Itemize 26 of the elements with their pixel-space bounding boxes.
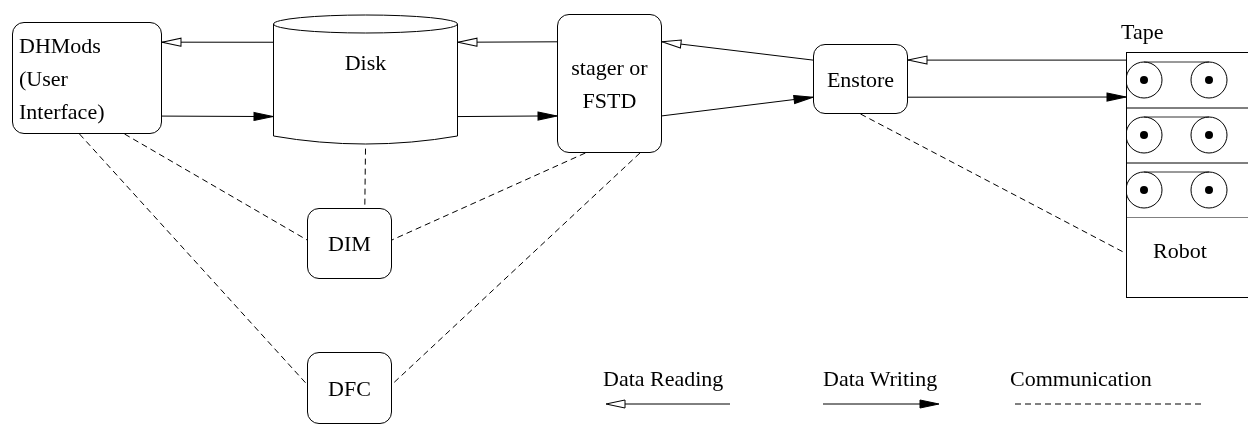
process-box <box>307 208 392 279</box>
legend-label: Data Reading <box>603 366 724 392</box>
node-label: DIM <box>328 230 371 258</box>
node-label: Enstore <box>826 65 895 94</box>
legend-label: Communication <box>1010 366 1152 392</box>
node-label: DHMods (User Interface) <box>19 31 106 126</box>
arrow <box>457 37 558 47</box>
arrow <box>907 55 1127 65</box>
dashed-connector <box>391 152 641 385</box>
arrow <box>661 39 814 61</box>
arrow <box>161 37 274 47</box>
node-label: Robot <box>1153 237 1207 265</box>
legend-label: Data Writing <box>823 366 938 392</box>
node-label: DFC <box>328 374 371 403</box>
arrow <box>161 112 274 121</box>
arrow <box>457 111 558 121</box>
process-box <box>557 14 662 153</box>
process-box <box>12 22 162 134</box>
arrow <box>661 95 814 117</box>
arrow <box>907 92 1127 102</box>
dashed-connector <box>79 133 308 385</box>
node-label: stager or FSTD <box>570 53 649 115</box>
library-heading: Tape <box>1121 18 1164 46</box>
process-box <box>307 352 392 424</box>
dashed-connector <box>391 152 586 241</box>
process-box <box>813 44 908 114</box>
